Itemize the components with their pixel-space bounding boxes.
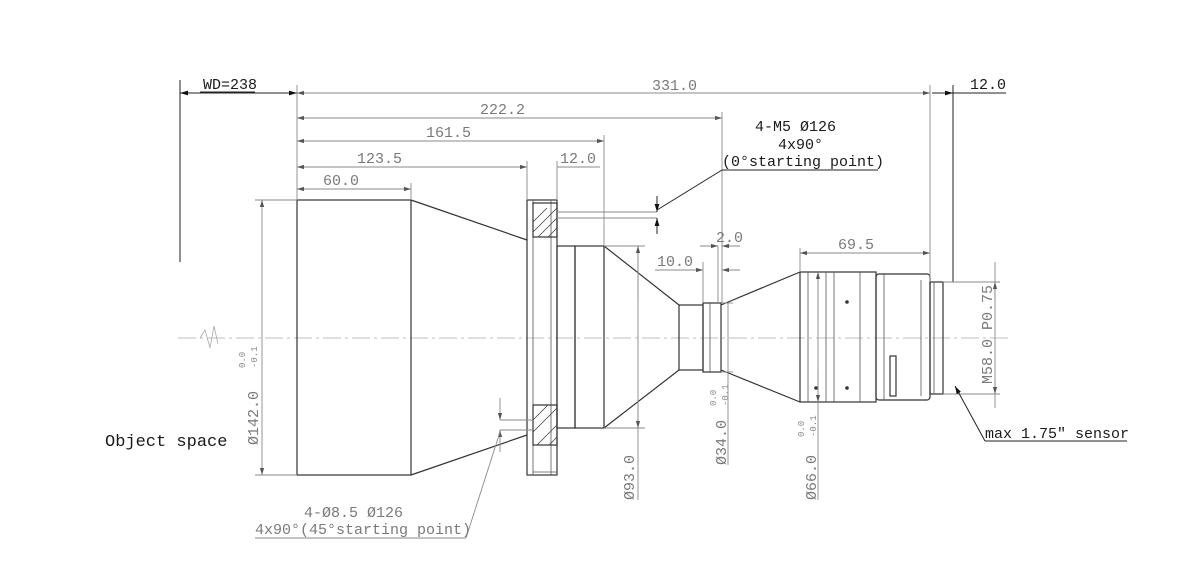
flange-hole-section-bottom [532,404,558,446]
camera-cone [720,271,801,403]
flange-screw-section-top [532,202,558,238]
label-screw-spec-1: 4-M5 Ø126 [755,119,836,136]
label-161: 161.5 [426,125,471,142]
waist [678,304,704,371]
callout-sensor: max 1.75″ sensor [954,385,1129,443]
label-hole-spec-1: 4-Ø8.5 Ø126 [304,505,403,522]
flange-step [556,245,576,429]
waist-ring [702,302,722,373]
mount-flange [526,199,558,476]
dimension-dia-34: Ø34.0 0.0 -0.1 [709,302,733,465]
dimension-dia-142: Ø142.0 0.0 -0.1 [238,199,297,476]
dimension-161: 161.5 [297,125,605,246]
dimension-wd: WD=238 [179,77,297,262]
label-69: 69.5 [838,237,874,254]
label-dia-93: Ø93.0 [622,455,639,500]
label-wd: WD=238 [203,77,257,94]
dimension-69: 69.5 [799,237,930,272]
dimension-123: 123.5 12.0 [297,151,600,200]
lens-body [296,199,944,476]
svg-text:0.0: 0.0 [709,390,719,406]
dimension-60: 60.0 [297,173,412,200]
svg-text:-0.1: -0.1 [250,346,260,368]
dimension-10: 10.0 [655,254,740,303]
dimension-mount-thread: M58.0 P0.75 [943,262,1000,408]
focus-ring [799,271,877,403]
rear-cone [603,245,680,429]
label-screw-spec-2: 4x90° [778,137,823,154]
c-mount-thread [929,281,944,395]
dimension-dia-93: Ø93.0 [604,245,645,500]
label-flange-thickness: 12.0 [560,151,596,168]
label-flange-back: 12.0 [970,77,1006,94]
dimension-dia-66: Ø66.0 0.0 -0.1 [797,272,821,500]
label-dia-142: Ø142.0 [246,391,263,445]
svg-text:-0.1: -0.1 [721,384,731,406]
label-2: 2.0 [716,230,743,247]
label-mount-thread: M58.0 P0.75 [980,285,997,384]
callout-screw-holes: 4-M5 Ø126 4x90° (0°starting point) [557,119,884,234]
label-dia-66: Ø66.0 [804,455,821,500]
dimension-flange-back: 12.0 [932,77,1006,282]
dimension-total-length: 331.0 [297,78,931,282]
axis-break-symbol [199,325,219,349]
label-hole-spec-2: 4x90°(45°starting point) [255,522,471,539]
label-222: 222.2 [480,102,525,119]
front-cone [410,199,528,476]
svg-text:-0.1: -0.1 [809,415,819,437]
label-dia-34: Ø34.0 [714,420,731,465]
front-barrel [296,199,412,476]
label-10: 10.0 [657,254,693,271]
label-60: 60.0 [323,173,359,190]
label-screw-spec-3: (0°starting point) [722,154,884,171]
callout-through-holes: 4-Ø8.5 Ø126 4x90°(45°starting point) [255,398,533,539]
svg-text:0.0: 0.0 [797,421,807,437]
label-total-length: 331.0 [652,78,697,95]
svg-text:0.0: 0.0 [238,352,248,368]
dimension-222: 222.2 [297,102,723,303]
rear-housing [574,245,605,429]
dimension-2: 2.0 [700,230,743,303]
label-object-space: Object space [105,433,227,452]
label-123: 123.5 [357,151,402,168]
label-sensor: max 1.75″ sensor [985,426,1129,443]
